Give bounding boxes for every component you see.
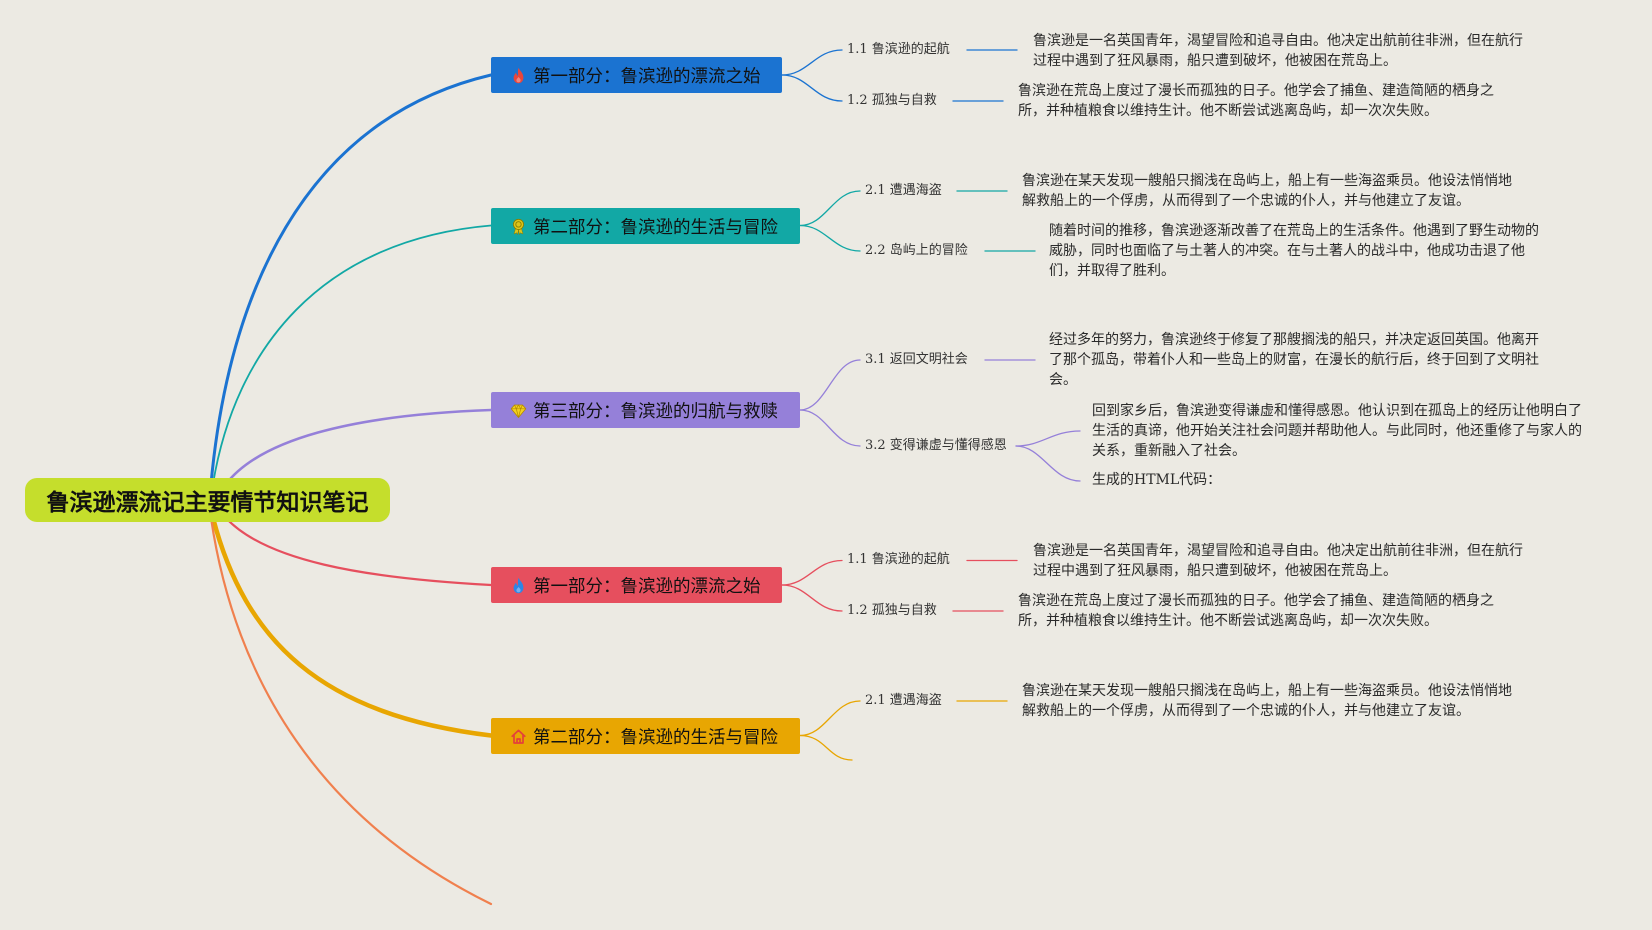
main-topic-label: 第一部分：鲁滨逊的漂流之始 (533, 66, 761, 87)
note-topic-1-1[interactable]: 鲁滨逊是一名英国青年，渴望冒险和追寻自由。他决定出航前往非洲，但在航行 过程中遇… (1033, 31, 1523, 71)
note-line: 鲁滨逊在荒岛上度过了漫长而孤独的日子。他学会了捕鱼、建造简陋的栖身之 (1018, 83, 1494, 99)
note-line: 威胁，同时也面临了与土著人的冲突。在与土著人的战斗中，他成功击退了他 (1049, 243, 1525, 259)
main-topic-1[interactable]: 第一部分：鲁滨逊的漂流之始 (491, 57, 782, 93)
main-topic-label: 第一部分：鲁滨逊的漂流之始 (533, 576, 761, 597)
note-line: 会。 (1049, 372, 1077, 388)
note-line: 生成的HTML代码： (1092, 472, 1222, 488)
subtopic-label: 3.2 变得谦虚与懂得感恩 (865, 438, 1007, 453)
branch-line-5 (210, 515, 494, 738)
sub-line-3-2 (799, 409, 861, 447)
note-topic-3-2[interactable]: 回到家乡后，鲁滨逊变得谦虚和懂得感恩。他认识到在孤岛上的经历让他明白了 生活的真… (1092, 401, 1582, 461)
award-icon (510, 218, 527, 235)
root-topic-label: 鲁滨逊漂流记主要情节知识笔记 (46, 490, 369, 516)
subtopic-label: 2.1 遭遇海盗 (865, 183, 942, 198)
note-line: 回到家乡后，鲁滨逊变得谦虚和懂得感恩。他认识到在孤岛上的经历让他明白了 (1092, 403, 1582, 419)
note-line: 鲁滨逊是一名英国青年，渴望冒险和追寻自由。他决定出航前往非洲，但在航行 (1033, 33, 1523, 49)
sub-line-3-1 (799, 359, 861, 411)
note-connector-3-2-a (1015, 430, 1081, 447)
note-line: 随着时间的推移，鲁滨逊逐渐改善了在荒岛上的生活条件。他遇到了野生动物的 (1049, 223, 1539, 239)
subtopic-label: 1.1 鲁滨逊的起航 (847, 42, 950, 57)
note-topic-3-2-html[interactable]: 生成的HTML代码： (1092, 470, 1221, 490)
sub-line-1-1 (781, 49, 843, 76)
diamond-icon (510, 402, 527, 419)
home-icon (510, 728, 527, 745)
main-topic-label: 第三部分：鲁滨逊的归航与救赎 (533, 401, 778, 422)
subtopic-3-2[interactable]: 3.2 变得谦虚与懂得感恩 (865, 437, 1007, 455)
note-topic-2-2[interactable]: 随着时间的推移，鲁滨逊逐渐改善了在荒岛上的生活条件。他遇到了野生动物的 威胁，同… (1049, 221, 1539, 281)
sub-line-4-1 (781, 559, 843, 586)
note-topic-3-1[interactable]: 经过多年的努力，鲁滨逊终于修复了那艘搁浅的船只，并决定返回英国。他离开 了那个孤… (1049, 330, 1539, 390)
sub-line-2-1 (799, 190, 861, 227)
subtopic-4-1[interactable]: 1.1 鲁滨逊的起航 (847, 551, 950, 569)
note-line: 解救船上的一个俘虏，从而得到了一个忠诚的仆人，并与他建立了友谊。 (1022, 703, 1470, 719)
note-line: 了那个孤岛，带着仆人和一些岛上的财富，在漫长的航行后，终于回到了文明社 (1049, 352, 1539, 368)
note-line: 所，并种植粮食以维持生计。他不断尝试逃离岛屿，却一次次失败。 (1018, 613, 1438, 629)
sub-line-5-2 (799, 734, 853, 761)
note-line: 过程中遇到了狂风暴雨，船只遭到破坏，他被困在荒岛上。 (1033, 563, 1397, 579)
branch-line-3 (224, 408, 493, 486)
branch-line-1 (209, 73, 493, 486)
subtopic-label: 3.1 返回文明社会 (865, 352, 968, 367)
branch-line-6 (209, 516, 493, 906)
note-line: 生活的真谛，他开始关注社会问题并帮助他人。与此同时，他还重修了与家人的 (1092, 423, 1582, 439)
note-topic-5-1[interactable]: 鲁滨逊在某天发现一艘船只搁浅在岛屿上，船上有一些海盗乘员。他设法悄悄地 解救船上… (1022, 681, 1512, 721)
subtopic-label: 2.2 岛屿上的冒险 (865, 243, 968, 258)
note-line: 经过多年的努力，鲁滨逊终于修复了那艘搁浅的船只，并决定返回英国。他离开 (1049, 332, 1539, 348)
note-line: 过程中遇到了狂风暴雨，船只遭到破坏，他被困在荒岛上。 (1033, 53, 1397, 69)
subtopic-2-2[interactable]: 2.2 岛屿上的冒险 (865, 242, 968, 260)
flame-icon (510, 577, 527, 594)
note-topic-4-1[interactable]: 鲁滨逊是一名英国青年，渴望冒险和追寻自由。他决定出航前往非洲，但在航行 过程中遇… (1033, 541, 1523, 581)
note-line: 解救船上的一个俘虏，从而得到了一个忠诚的仆人，并与他建立了友谊。 (1022, 193, 1470, 209)
subtopic-3-1[interactable]: 3.1 返回文明社会 (865, 351, 968, 369)
subtopic-label: 1.2 孤独与自救 (847, 603, 937, 618)
note-line: 所，并种植粮食以维持生计。他不断尝试逃离岛屿，却一次次失败。 (1018, 103, 1438, 119)
subtopic-label: 1.2 孤独与自救 (847, 93, 937, 108)
branch-line-4 (224, 516, 493, 587)
note-line: 鲁滨逊在荒岛上度过了漫长而孤独的日子。他学会了捕鱼、建造简陋的栖身之 (1018, 593, 1494, 609)
branch-line-2 (212, 224, 492, 485)
note-line: 们，并取得了胜利。 (1049, 263, 1175, 279)
note-line: 鲁滨逊在某天发现一艘船只搁浅在岛屿上，船上有一些海盗乘员。他设法悄悄地 (1022, 683, 1512, 699)
subtopic-1-1[interactable]: 1.1 鲁滨逊的起航 (847, 41, 950, 59)
root-topic[interactable]: 鲁滨逊漂流记主要情节知识笔记 (25, 478, 390, 522)
main-topic-3[interactable]: 第三部分：鲁滨逊的归航与救赎 (491, 392, 800, 428)
fire-icon (510, 67, 527, 84)
note-line: 关系，重新融入了社会。 (1092, 443, 1246, 459)
main-topic-4[interactable]: 第一部分：鲁滨逊的漂流之始 (491, 567, 782, 603)
sub-line-2-2 (799, 224, 861, 252)
sub-line-1-2 (781, 74, 843, 102)
main-topic-label: 第二部分：鲁滨逊的生活与冒险 (533, 727, 778, 748)
subtopic-2-1[interactable]: 2.1 遭遇海盗 (865, 182, 942, 200)
note-topic-2-1[interactable]: 鲁滨逊在某天发现一艘船只搁浅在岛屿上，船上有一些海盗乘员。他设法悄悄地 解救船上… (1022, 171, 1512, 211)
note-line: 鲁滨逊是一名英国青年，渴望冒险和追寻自由。他决定出航前往非洲，但在航行 (1033, 543, 1523, 559)
subtopic-label: 2.1 遭遇海盗 (865, 693, 942, 708)
main-topic-2[interactable]: 第二部分：鲁滨逊的生活与冒险 (491, 208, 800, 244)
subtopic-label: 1.1 鲁滨逊的起航 (847, 552, 950, 567)
note-topic-4-2[interactable]: 鲁滨逊在荒岛上度过了漫长而孤独的日子。他学会了捕鱼、建造简陋的栖身之 所，并种植… (1018, 591, 1494, 631)
main-topic-label: 第二部分：鲁滨逊的生活与冒险 (533, 217, 778, 238)
subtopic-4-2[interactable]: 1.2 孤独与自救 (847, 602, 937, 620)
sub-line-4-2 (781, 584, 843, 612)
sub-line-5-1 (799, 700, 861, 737)
note-connector-3-2-b (1015, 445, 1081, 482)
subtopic-5-1[interactable]: 2.1 遭遇海盗 (865, 692, 942, 710)
note-line: 鲁滨逊在某天发现一艘船只搁浅在岛屿上，船上有一些海盗乘员。他设法悄悄地 (1022, 173, 1512, 189)
main-topic-5[interactable]: 第二部分：鲁滨逊的生活与冒险 (491, 718, 800, 754)
subtopic-1-2[interactable]: 1.2 孤独与自救 (847, 92, 937, 110)
note-topic-1-2[interactable]: 鲁滨逊在荒岛上度过了漫长而孤独的日子。他学会了捕鱼、建造简陋的栖身之 所，并种植… (1018, 81, 1494, 121)
